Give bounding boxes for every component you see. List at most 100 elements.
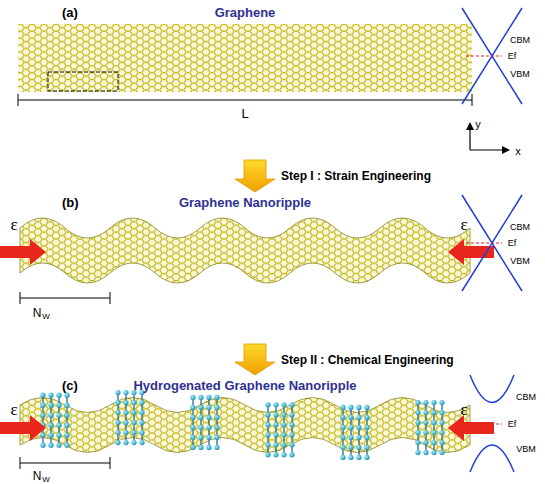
- hydrogen-atom: [265, 452, 270, 457]
- hydrogen-atom: [273, 442, 278, 447]
- hydrogen-atom: [364, 415, 369, 420]
- hydrogen-atom: [340, 455, 345, 460]
- annotation-label: CBM: [510, 36, 530, 45]
- hydrogen-atom: [64, 433, 69, 438]
- period-bracket: [20, 292, 110, 304]
- hydrogen-atom: [423, 440, 428, 445]
- hydrogen-atom: [198, 425, 203, 430]
- hydrogen-atom: [198, 405, 203, 410]
- hydrogen-atom: [190, 425, 195, 430]
- hydrogen-atom: [190, 405, 195, 410]
- hydrogen-atom: [131, 400, 136, 405]
- annotation-label: CBM: [510, 223, 530, 232]
- hydrogen-atom: [64, 443, 69, 448]
- conduction-band: [470, 375, 514, 403]
- hydrogen-atom: [431, 430, 436, 435]
- hydrogen-atom: [40, 403, 45, 408]
- hydrogen-atom: [48, 413, 53, 418]
- hydrogen-atom: [214, 405, 219, 410]
- figure-panel: (b)Graphene Nanoripple: [18, 192, 472, 344]
- valence-band: [470, 445, 514, 472]
- annotation-label: VBM: [510, 257, 530, 266]
- hydrogen-atom: [64, 403, 69, 408]
- panel-letter: (a): [62, 6, 78, 19]
- hydrogen-atom: [64, 393, 69, 398]
- hydrogen-atom: [423, 430, 428, 435]
- fermi-level: [466, 242, 502, 243]
- hydrogen-atom: [48, 403, 53, 408]
- hydrogen-atom: [281, 432, 286, 437]
- hydrogen-atom: [356, 425, 361, 430]
- hydrogen-atom: [56, 413, 61, 418]
- hydrogen-atom: [131, 430, 136, 435]
- hydrogen-atom: [190, 395, 195, 400]
- hydrogen-atom: [115, 440, 120, 445]
- hydrogen-atom: [190, 435, 195, 440]
- hydrogen-atom: [439, 400, 444, 405]
- hydrogen-atom: [423, 420, 428, 425]
- hydrogenated-nanoripple: [20, 398, 470, 453]
- hydrogen-atom: [131, 420, 136, 425]
- dirac-cone: [462, 8, 522, 104]
- hydrogen-atom: [340, 445, 345, 450]
- hydrogen-atom: [206, 395, 211, 400]
- hydrogen-atom: [64, 413, 69, 418]
- hydrogen-atom: [439, 420, 444, 425]
- hydrogen-atom: [64, 423, 69, 428]
- strain-arrow: [0, 415, 46, 441]
- annotation-label: CBM: [516, 393, 536, 402]
- hydrogen-atom: [415, 440, 420, 445]
- annotation-label: Ef: [508, 420, 517, 429]
- fermi-level: [466, 55, 502, 56]
- figure-panel: (c)Hydrogenated Graphene Nanoripple: [18, 375, 472, 482]
- hydrogen-atom: [206, 435, 211, 440]
- annotation-label: ε: [10, 401, 17, 418]
- hydrogen-atom: [198, 445, 203, 450]
- hydrogen-atom: [206, 445, 211, 450]
- hydrogen-atom: [48, 433, 53, 438]
- figure-panel: (a)Graphene: [18, 2, 472, 160]
- hydrogen-atom: [131, 410, 136, 415]
- hydrogen-atom: [340, 435, 345, 440]
- hydrogen-atom: [340, 405, 345, 410]
- hydrogen-atom: [415, 420, 420, 425]
- annotation-label: y: [475, 119, 481, 130]
- x-axis: [470, 149, 508, 150]
- hydrogen-atom: [364, 405, 369, 410]
- hydrogen-atom: [214, 415, 219, 420]
- annotation-label: Ef: [508, 52, 517, 61]
- hydrogen-atom: [348, 435, 353, 440]
- panel-letter: (b): [62, 196, 79, 209]
- hydrogen-atom: [115, 390, 120, 395]
- hydrogen-atom: [348, 455, 353, 460]
- hydrogen-atom: [356, 445, 361, 450]
- annotation-label: ε: [460, 401, 467, 418]
- hydrogen-atom: [439, 450, 444, 455]
- hydrogen-atom: [340, 415, 345, 420]
- hydrogen-atom: [115, 400, 120, 405]
- hydrogen-atom: [265, 422, 270, 427]
- hydrogen-cluster: [190, 395, 219, 450]
- hydrogen-atom: [273, 432, 278, 437]
- hydrogen-atom: [56, 433, 61, 438]
- hydrogen-atom: [206, 425, 211, 430]
- hydrogen-atom: [364, 425, 369, 430]
- hydrogen-atom: [198, 395, 203, 400]
- hydrogen-atom: [123, 400, 128, 405]
- hydrogen-atom: [281, 412, 286, 417]
- hydrogen-atom: [439, 440, 444, 445]
- hydrogen-atom: [115, 430, 120, 435]
- hydrogen-cluster: [415, 400, 444, 455]
- hydrogen-atom: [214, 445, 219, 450]
- length-bracket: [18, 94, 472, 106]
- hydrogen-atom: [348, 415, 353, 420]
- hydrogen-atom: [48, 393, 53, 398]
- hydrogen-atom: [423, 400, 428, 405]
- fermi-level: [466, 423, 502, 424]
- hydrogen-atom: [415, 410, 420, 415]
- hydrogen-atom: [56, 393, 61, 398]
- panel-title: Graphene Nanoripple: [18, 196, 472, 209]
- hydrogen-atom: [273, 412, 278, 417]
- hydrogen-cluster: [265, 402, 294, 457]
